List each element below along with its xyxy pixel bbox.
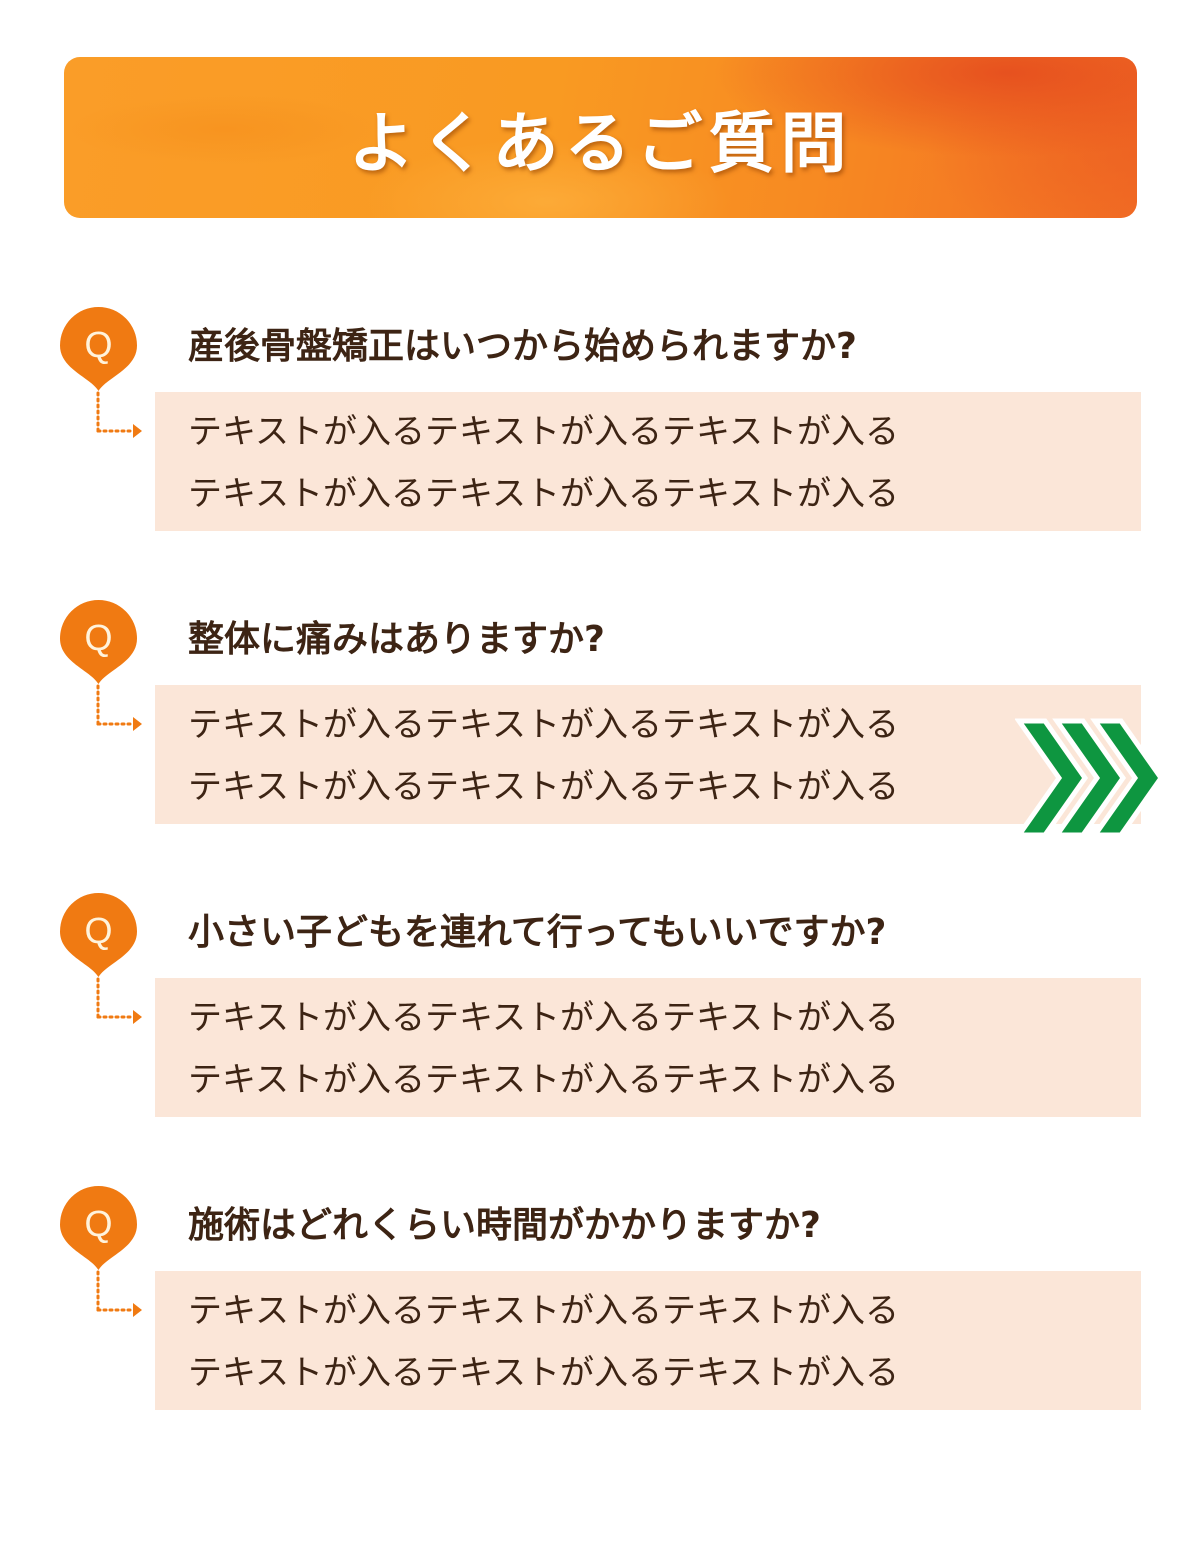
- q-badge-label: Q: [84, 910, 113, 951]
- faq-question: 整体に痛みはありますか?: [188, 619, 605, 660]
- triple-chevron-right-icon[interactable]: [1015, 717, 1167, 839]
- faq-answer-box: テキストが入るテキストが入るテキストが入る テキストが入るテキストが入るテキスト…: [155, 392, 1141, 531]
- faq-answer-box: テキストが入るテキストが入るテキストが入る テキストが入るテキストが入るテキスト…: [155, 978, 1141, 1117]
- faq-answer-line: テキストが入るテキストが入るテキストが入る: [188, 1353, 899, 1393]
- q-pin-icon: Q: [60, 307, 137, 391]
- q-badge-label: Q: [84, 1203, 113, 1244]
- faq-item: Q 小さい子どもを連れて行ってもいいですか? テキストが入るテキストが入るテキス…: [0, 893, 1200, 1186]
- faq-item: Q 施術はどれくらい時間がかかりますか? テキストが入るテキストが入るテキストが…: [0, 1186, 1200, 1479]
- faq-answer-line: テキストが入るテキストが入るテキストが入る: [188, 474, 899, 514]
- faq-item: Q 整体に痛みはありますか? テキストが入るテキストが入るテキストが入る テキス…: [0, 600, 1200, 893]
- q-badge-label: Q: [84, 324, 113, 365]
- dotted-arrow-icon: [96, 1270, 142, 1317]
- faq-answer-line: テキストが入るテキストが入るテキストが入る: [188, 1060, 899, 1100]
- faq-answer-line: テキストが入るテキストが入るテキストが入る: [188, 705, 899, 745]
- dotted-arrow-icon: [96, 684, 142, 731]
- faq-question: 小さい子どもを連れて行ってもいいですか?: [188, 912, 887, 953]
- dotted-arrow-icon: [96, 977, 142, 1024]
- faq-answer-line: テキストが入るテキストが入るテキストが入る: [188, 767, 899, 807]
- q-pin-icon: Q: [60, 1186, 137, 1270]
- faq-answer-box: テキストが入るテキストが入るテキストが入る テキストが入るテキストが入るテキスト…: [155, 1271, 1141, 1410]
- faq-header-banner: よくあるご質問: [64, 57, 1137, 218]
- q-pin-icon: Q: [60, 600, 137, 684]
- faq-answer-box: テキストが入るテキストが入るテキストが入る テキストが入るテキストが入るテキスト…: [155, 685, 1141, 824]
- page-title: よくあるご質問: [348, 104, 853, 182]
- faq-answer-line: テキストが入るテキストが入るテキストが入る: [188, 1291, 899, 1331]
- q-pin-icon: Q: [60, 893, 137, 977]
- dotted-arrow-icon: [96, 391, 142, 438]
- q-badge-label: Q: [84, 617, 113, 658]
- faq-question: 産後骨盤矯正はいつから始められますか?: [188, 326, 857, 367]
- faq-item: Q 産後骨盤矯正はいつから始められますか? テキストが入るテキストが入るテキスト…: [0, 307, 1200, 600]
- faq-answer-line: テキストが入るテキストが入るテキストが入る: [188, 412, 899, 452]
- faq-question: 施術はどれくらい時間がかかりますか?: [188, 1205, 821, 1246]
- faq-answer-line: テキストが入るテキストが入るテキストが入る: [188, 998, 899, 1038]
